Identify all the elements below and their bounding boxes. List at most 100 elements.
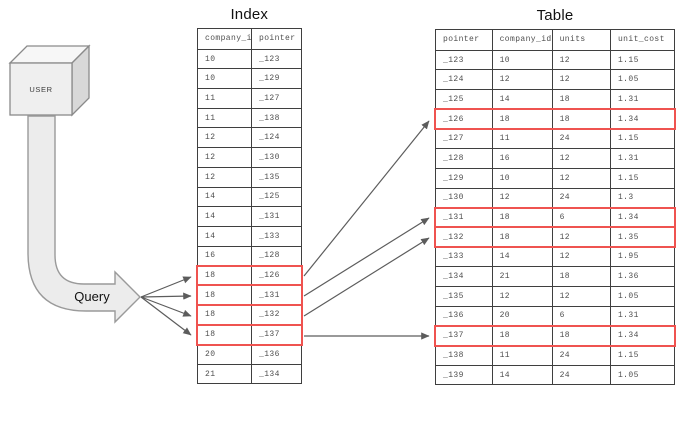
- table-cell: 14: [198, 226, 252, 246]
- query-to-index-arrow: [140, 296, 192, 336]
- table-cell: 24: [553, 129, 611, 149]
- table-cell: _127: [436, 129, 493, 149]
- table-cell: 11: [198, 89, 252, 108]
- table-cell: 1.15: [617, 55, 639, 65]
- table-cell: 1.15: [617, 350, 639, 360]
- table-cell: 18: [553, 267, 611, 286]
- table-cell: 16: [198, 246, 252, 266]
- table-cell: 18: [198, 285, 252, 305]
- table-cell: 1.95: [617, 252, 639, 262]
- table-row: 12_124: [198, 127, 301, 148]
- table-cell: _138: [436, 346, 493, 365]
- table-cell: 18: [493, 109, 553, 129]
- table-cell: _135: [436, 286, 493, 306]
- table-cell: 12: [198, 167, 252, 187]
- table-cell: _130: [259, 152, 280, 162]
- table-cell: company_id: [198, 29, 252, 49]
- table-cell: 12: [553, 50, 611, 70]
- table-cell: 11: [198, 108, 252, 128]
- table-cell: _131: [259, 290, 280, 300]
- table-cell: _136: [259, 349, 280, 359]
- table-cell: 6: [553, 208, 611, 227]
- table-cell: 12: [553, 70, 611, 90]
- table-cell: 14: [493, 247, 553, 267]
- table-cell: 12: [493, 286, 553, 306]
- table-cell: 14: [198, 207, 252, 226]
- table-cell: 12: [553, 227, 611, 247]
- table-cell: 18: [553, 109, 611, 129]
- table-cell: _124: [436, 70, 493, 90]
- table-cell: _127: [259, 93, 280, 103]
- table-row: 11_138: [198, 107, 301, 128]
- table-cell: _126: [436, 109, 493, 129]
- table-cell: _133: [436, 247, 493, 267]
- table-cell: _137: [436, 326, 493, 345]
- table-cell: 1.05: [617, 291, 639, 301]
- table-cell: 14: [493, 365, 553, 385]
- table-cell: _139: [436, 365, 493, 385]
- table-cell: _131: [436, 208, 493, 227]
- table-cell: 1.34: [617, 331, 639, 341]
- table-cell: _134: [259, 369, 280, 379]
- table-cell: pointer: [436, 30, 493, 50]
- table-cell: 1.31: [617, 311, 639, 321]
- table-cell: 12: [553, 149, 611, 168]
- user-cube-label: USER: [29, 85, 52, 94]
- table-cell: _137: [259, 330, 280, 340]
- table-row: 21 _134: [198, 363, 301, 384]
- table-cell: 16: [493, 149, 553, 168]
- table-cell: _132: [436, 227, 493, 247]
- table-cell: pointer: [259, 34, 296, 44]
- table-cell: 12: [553, 168, 611, 188]
- table-row: 18_132: [196, 304, 303, 326]
- table-cell: _133: [259, 231, 280, 241]
- table-cell: 12: [493, 188, 553, 208]
- table-cell: 1.15: [617, 134, 639, 144]
- table-cell: 18: [493, 227, 553, 247]
- table-cell: _124: [259, 133, 280, 143]
- table-cell: 21: [198, 364, 252, 384]
- table-cell: _128: [259, 251, 280, 261]
- table-cell: 18: [198, 266, 252, 285]
- table-cell: 21: [493, 267, 553, 286]
- table-cell: 18: [493, 326, 553, 345]
- table-cell: 1.31: [617, 153, 639, 163]
- table-cell: 10: [198, 69, 252, 89]
- table-row: 18_126: [196, 264, 303, 287]
- table-cell: 11: [493, 346, 553, 365]
- table-cell: _131: [259, 212, 280, 222]
- table-cell: 14: [493, 90, 553, 109]
- table-cell: _125: [436, 90, 493, 109]
- table-cell: _123: [259, 54, 280, 64]
- main-table-title: Table: [536, 7, 574, 24]
- table-cell: 1.05: [617, 370, 639, 380]
- index-to-table-arrow: [303, 237, 430, 317]
- table-cell: _123: [436, 50, 493, 70]
- table-cell: 10: [493, 50, 553, 70]
- table-row: 16 _128: [198, 245, 301, 266]
- table-cell: 18: [198, 325, 252, 344]
- table-cell: 1.05: [617, 75, 639, 85]
- table-cell: units: [553, 30, 611, 50]
- index-to-table-arrow: [303, 120, 430, 277]
- table-row: 18 _131: [196, 284, 303, 306]
- table-cell: unit_cost: [617, 35, 665, 45]
- query-to-index-arrow: [140, 296, 192, 317]
